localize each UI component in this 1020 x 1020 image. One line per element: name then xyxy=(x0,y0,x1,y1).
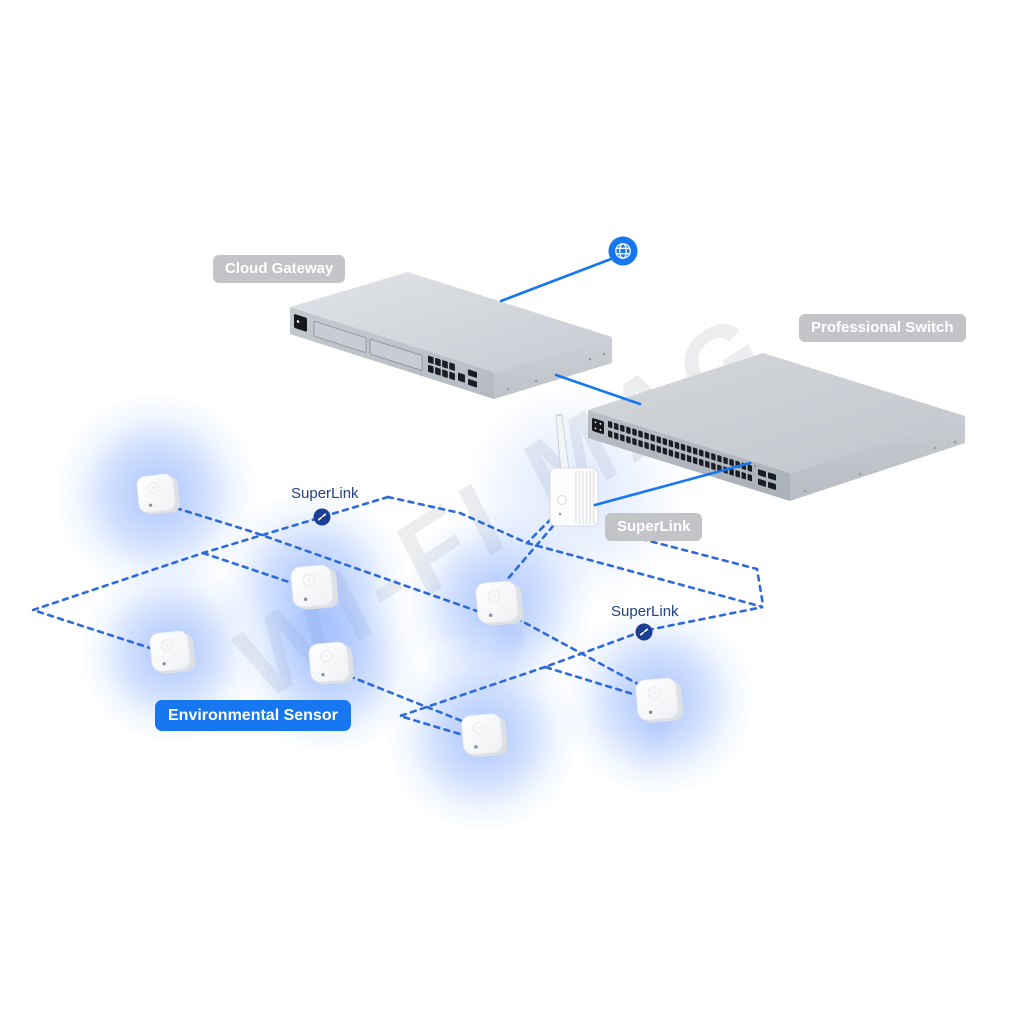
cloud-gateway-device xyxy=(290,272,612,399)
bridge-logo xyxy=(556,494,568,506)
antenna xyxy=(555,413,570,473)
gateway-front-panel xyxy=(294,314,477,388)
link-icon xyxy=(635,623,653,641)
mesh-line xyxy=(201,551,294,585)
superlink-bridge-label: SuperLink xyxy=(605,513,703,541)
environmental-sensor-device xyxy=(474,579,525,628)
superlink-mesh-lines xyxy=(28,495,765,737)
switch-ethernet-ports xyxy=(608,420,753,482)
superlink-left-label: SuperLink xyxy=(291,485,359,502)
cloud-gateway-label: Cloud Gateway xyxy=(213,255,346,283)
mesh-line xyxy=(504,524,555,583)
gateway-ethernet-ports xyxy=(428,355,455,381)
professional-switch-device xyxy=(588,353,965,501)
mesh-line xyxy=(609,529,765,607)
superlink-bridge-device xyxy=(549,413,599,527)
mesh-line xyxy=(525,517,553,545)
environmental-sensor-device xyxy=(307,640,356,687)
switch-screws xyxy=(753,440,957,493)
gateway-screws xyxy=(506,352,606,391)
mesh-line xyxy=(347,674,464,723)
professional-switch-label: Professional Switch xyxy=(799,314,966,342)
environmental-sensor-device xyxy=(289,563,340,612)
environmental-sensor-device xyxy=(135,472,182,517)
switch-front-panel xyxy=(592,418,776,490)
superlink-right-label: SuperLink xyxy=(611,603,679,620)
bridge-vents xyxy=(575,470,595,524)
mesh-line xyxy=(395,665,547,737)
environmental-sensor-device xyxy=(148,628,197,676)
link-icon xyxy=(313,508,331,526)
wired-uplink-lines xyxy=(499,257,752,507)
mesh-line xyxy=(174,506,479,613)
internet-uplink-line xyxy=(499,257,613,303)
environmental-sensor-device xyxy=(460,711,510,759)
bridge-switch-line xyxy=(593,461,752,507)
environmental-sensor-device xyxy=(634,676,685,725)
globe-icon xyxy=(608,236,638,266)
mesh-line xyxy=(386,495,764,697)
mesh-line xyxy=(514,616,640,686)
environmental-sensor-badge: Environmental Sensor xyxy=(155,700,351,731)
gateway-switch-line xyxy=(554,373,642,406)
